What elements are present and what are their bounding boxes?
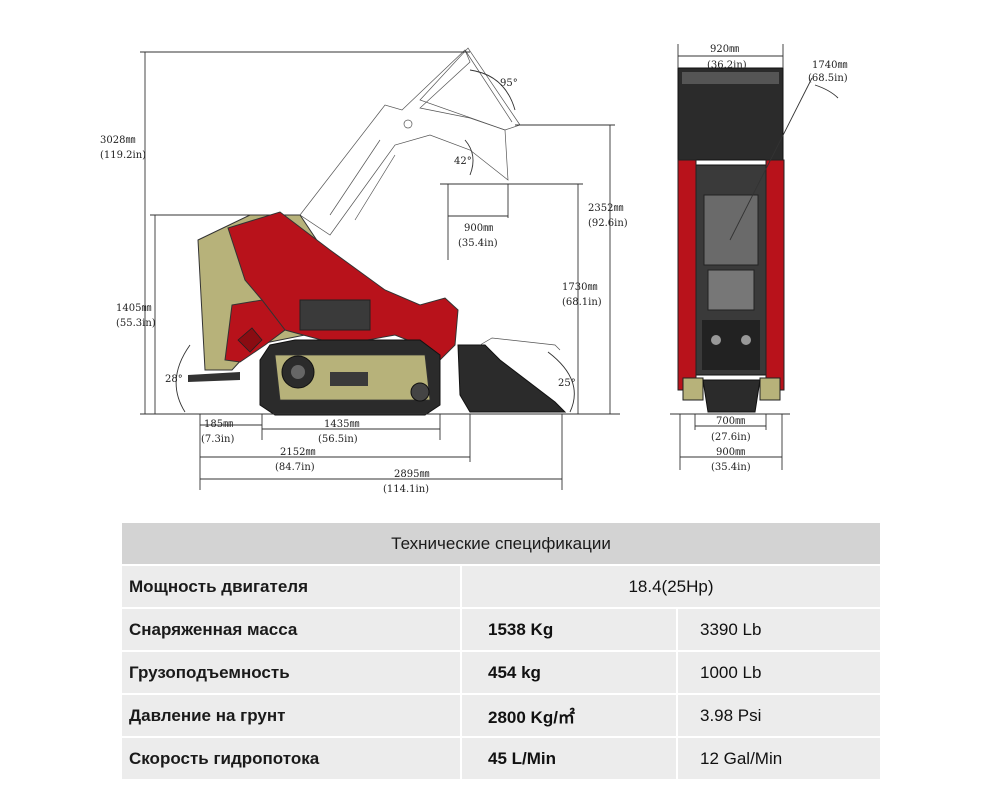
dim-dump-angle: 95° [500,78,518,89]
front-arm-right [765,159,785,391]
bucket [457,344,567,413]
spec-imperial-operating-weight: 3390 Lb [677,608,882,652]
spec-metric-hydraulic-flow: 45 L/Min [461,737,678,781]
spec-row: Мощность двигателя 18.4(25Hp) [122,565,882,609]
spec-imperial-load-capacity: 1000 Lb [677,651,882,695]
dim-total-height-in: (119.2in) [100,150,146,161]
side-view: 3028㎜ (119.2in) 1405㎜ (55.3in) 2352㎜ (92… [100,47,628,495]
dim-length-no-bucket-mm: 2152㎜ [280,447,315,458]
dim-body-height-mm: 1405㎜ [116,303,151,314]
dim-total-length-mm: 2895㎜ [394,469,429,480]
spec-metric-ground-pressure: 2800 Kg/㎡ [461,694,678,738]
dim-track-length-mm: 1435㎜ [324,419,359,430]
spec-row: Грузоподъемность 454 kg 1000 Lb [122,651,882,695]
dim-overall-width-mm: 900㎜ [716,447,745,458]
dim-approach-angle: 28° [165,374,183,385]
loader-drawing: 3028㎜ (119.2in) 1405㎜ (55.3in) 2352㎜ (92… [100,44,848,495]
spec-metric-operating-weight: 1538 Kg [461,608,678,652]
spec-label-load-capacity: Грузоподъемность [122,651,462,695]
dim-bucket-width-mm: 920㎜ [710,44,739,55]
spec-table: Технические спецификации Мощность двигат… [122,523,882,781]
dim-rollback-angle: 42° [454,156,472,167]
dim-pin-height-in: (68.1in) [562,297,602,308]
dim-lift-height-in: (92.6in) [588,218,628,229]
dim-bucket-width-in: (36.2in) [707,60,747,71]
dim-front-height-in: (68.5in) [808,73,848,84]
dim-track-gauge-mm: 700㎜ [716,416,745,427]
front-view: 920㎜ (36.2in) 1740㎜ (68.5in) 700㎜ (27.6i… [670,44,848,473]
dim-track-gauge-in: (27.6in) [711,432,751,443]
dim-reach-in: (35.4in) [458,238,498,249]
spec-title: Технические спецификации [122,523,882,566]
dim-front-height-mm: 1740㎜ [812,60,847,71]
spec-metric-load-capacity: 454 kg [461,651,678,695]
dim-lift-height-mm: 2352㎜ [588,203,623,214]
spec-label-operating-weight: Снаряженная масса [122,608,462,652]
dim-body-height-in: (55.3in) [116,318,156,329]
dim-track-length-in: (56.5in) [318,434,358,445]
dim-reach-mm: 900㎜ [464,223,493,234]
spec-title-row: Технические спецификации [122,523,882,566]
dim-pin-height-mm: 1730㎜ [562,282,597,293]
dim-rear-overhang-mm: 185㎜ [204,419,233,430]
spec-label-ground-pressure: Давление на грунт [122,694,462,738]
dim-length-no-bucket-in: (84.7in) [275,462,315,473]
spec-row: Давление на грунт 2800 Kg/㎡ 3.98 Psi [122,694,882,738]
spec-row: Снаряженная масса 1538 Kg 3390 Lb [122,608,882,652]
spec-row: Скорость гидропотока 45 L/Min 12 Gal/Min [122,737,882,781]
dim-bucket-angle: 25° [558,378,576,389]
spec-imperial-hydraulic-flow: 12 Gal/Min [677,737,882,781]
dim-rear-overhang-in: (7.3in) [201,434,234,445]
spec-imperial-ground-pressure: 3.98 Psi [677,694,882,738]
dim-total-length-in: (114.1in) [383,484,429,495]
spec-label-hydraulic-flow: Скорость гидропотока [122,737,462,781]
front-arm-left [677,159,697,391]
dim-overall-width-in: (35.4in) [711,462,751,473]
spec-value-engine-power: 18.4(25Hp) [461,565,882,609]
spec-label-engine-power: Мощность двигателя [122,565,462,609]
dim-total-height-mm: 3028㎜ [100,135,135,146]
